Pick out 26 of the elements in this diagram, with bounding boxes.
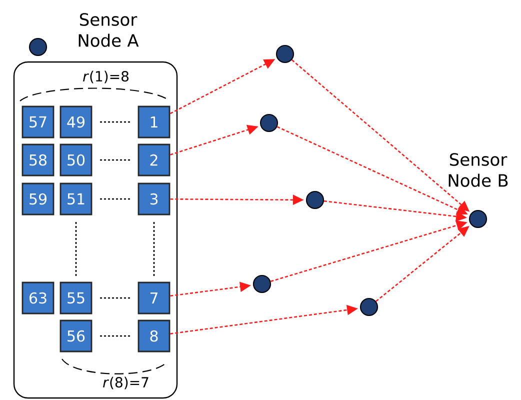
sensor-node: Sensor Node B — [448, 153, 508, 228]
node-dot — [252, 274, 272, 294]
group-label: r(1)=8 — [83, 70, 129, 84]
index-square: 59 — [22, 182, 54, 216]
index-square: 51 — [60, 182, 92, 216]
node-label: Sensor Node A — [78, 13, 139, 47]
index-square: 3 — [138, 182, 170, 216]
group-box — [13, 61, 178, 399]
index-square: 57 — [22, 106, 54, 138]
index-square: 55 — [60, 282, 92, 314]
node-label: Sensor Node B — [448, 153, 508, 187]
node-dot — [276, 44, 294, 64]
sensor-node: Sensor Node A — [28, 13, 139, 56]
index-square: 1 — [138, 106, 170, 138]
node-dot — [306, 190, 324, 210]
index-square: 2 — [138, 144, 170, 176]
index-square: 63 — [22, 282, 54, 314]
group-label: r(8)=7 — [103, 376, 148, 390]
index-square: 50 — [60, 144, 92, 176]
index-square: 8 — [138, 320, 170, 352]
index-square: 7 — [138, 282, 170, 314]
node-dot — [360, 298, 378, 316]
index-square: 58 — [22, 144, 54, 176]
index-square: 56 — [60, 320, 92, 352]
index-square: 49 — [60, 106, 92, 138]
node-dot — [260, 114, 278, 132]
